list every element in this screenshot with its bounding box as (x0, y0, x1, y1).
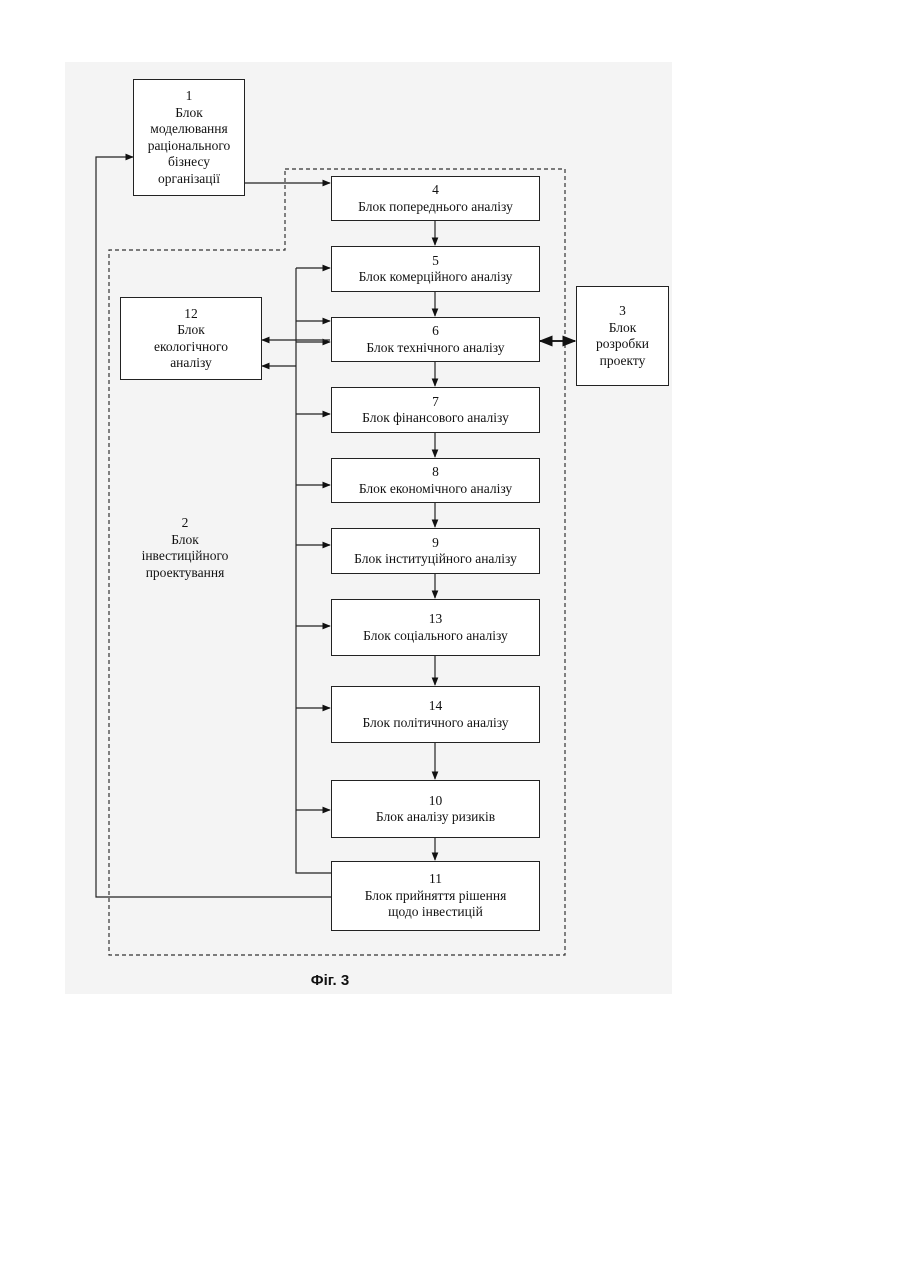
block-4-preliminary-analysis: 4 Блок попереднього аналізу (331, 176, 540, 221)
block-12-line-1: Блок (177, 322, 205, 339)
block-12-line-2: екологічного (154, 339, 228, 356)
block-10-label: Блок аналізу ризиків (376, 809, 495, 826)
block-1-number: 1 (186, 88, 193, 105)
block-13-number: 13 (429, 611, 443, 628)
block-5-label: Блок комерційного аналізу (359, 269, 513, 286)
block-3-line-1: Блок (609, 320, 637, 337)
feedback-bus-from-11 (296, 268, 331, 873)
block-10-risk-analysis: 10 Блок аналізу ризиків (331, 780, 540, 838)
block-11-number: 11 (429, 871, 442, 888)
block-1-line-2: моделювання (150, 121, 227, 138)
block-8-economic-analysis: 8 Блок економічного аналізу (331, 458, 540, 503)
block-2-line-2: інвестиційного (120, 548, 250, 565)
block-10-number: 10 (429, 793, 443, 810)
block-11-line-1: Блок прийняття рішення (365, 888, 507, 905)
block-6-number: 6 (432, 323, 439, 340)
block-4-number: 4 (432, 182, 439, 199)
block-1-line-3: раціонального (148, 138, 231, 155)
block-2-investment-design-label: 2 Блок інвестиційного проектування (120, 515, 250, 581)
block-6-label: Блок технічного аналізу (366, 340, 504, 357)
block-5-commercial-analysis: 5 Блок комерційного аналізу (331, 246, 540, 292)
block-14-label: Блок політичного аналізу (362, 715, 508, 732)
block-8-label: Блок економічного аналізу (359, 481, 512, 498)
block-1-line-1: Блок (175, 105, 203, 122)
block-14-political-analysis: 14 Блок політичного аналізу (331, 686, 540, 743)
block-3-number: 3 (619, 303, 626, 320)
block-7-label: Блок фінансового аналізу (362, 410, 509, 427)
block-4-label: Блок попереднього аналізу (358, 199, 513, 216)
block-7-financial-analysis: 7 Блок фінансового аналізу (331, 387, 540, 433)
block-3-project-development: 3 Блок розробки проекту (576, 286, 669, 386)
block-1-line-5: організації (158, 171, 220, 188)
block-2-line-1: Блок (120, 532, 250, 549)
block-5-number: 5 (432, 253, 439, 270)
block-2-line-3: проектування (120, 565, 250, 582)
block-2-number: 2 (120, 515, 250, 532)
block-3-line-2: розробки (596, 336, 649, 353)
block-13-label: Блок соціального аналізу (363, 628, 508, 645)
figure-caption: Фіг. 3 (290, 972, 370, 989)
block-6-technical-analysis: 6 Блок технічного аналізу (331, 317, 540, 362)
block-11-investment-decision: 11 Блок прийняття рішення щодо інвестиці… (331, 861, 540, 931)
block-1-line-4: бізнесу (168, 154, 210, 171)
block-13-social-analysis: 13 Блок соціального аналізу (331, 599, 540, 656)
block-14-number: 14 (429, 698, 443, 715)
block-11-line-2: щодо інвестицій (388, 904, 483, 921)
block-8-number: 8 (432, 464, 439, 481)
block-7-number: 7 (432, 394, 439, 411)
block-3-line-3: проекту (600, 353, 646, 370)
block-12-number: 12 (184, 306, 198, 323)
block-9-label: Блок інституційного аналізу (354, 551, 517, 568)
block-9-number: 9 (432, 535, 439, 552)
block-12-ecological-analysis: 12 Блок екологічного аналізу (120, 297, 262, 380)
block-9-institutional-analysis: 9 Блок інституційного аналізу (331, 528, 540, 574)
block-12-line-3: аналізу (170, 355, 212, 372)
block-1-business-modeling: 1 Блок моделювання раціонального бізнесу… (133, 79, 245, 196)
